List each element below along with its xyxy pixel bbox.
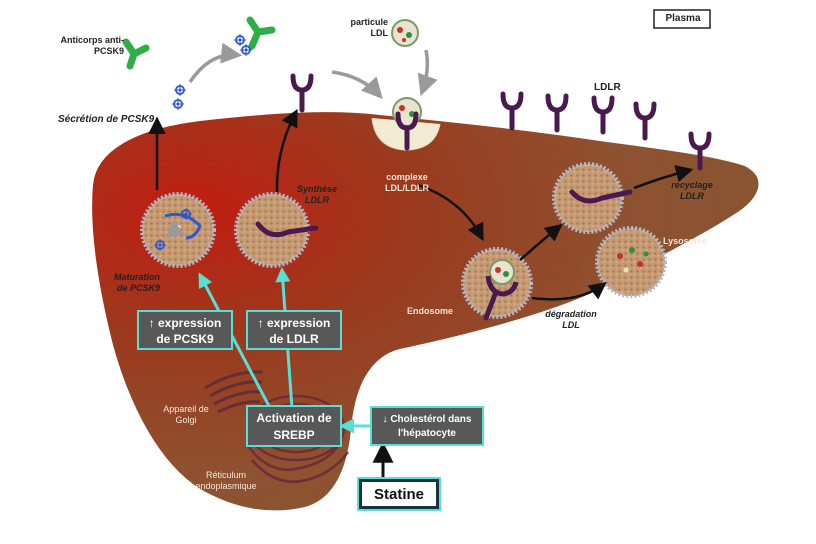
pcsk9-molecule-icon (171, 33, 253, 111)
expression-pcsk9-box: ↑ expression de PCSK9 (137, 310, 233, 350)
vesicle-synthesis (234, 192, 319, 268)
ldl-complex (392, 97, 422, 148)
synthese-label: Synthèse LDLR (296, 184, 338, 205)
recyclage-label: recyclage LDLR (671, 180, 713, 201)
golgi-icon (204, 370, 263, 414)
maturation-label: Maturation de PCSK9 (114, 272, 160, 293)
cholesterol-box: ↓ Cholestérol dans l'hépatocyte (370, 406, 484, 446)
lysosome-label: Lysosome (663, 236, 708, 246)
srebp-box: Activation de SREBP (246, 405, 342, 447)
expression-ldlr-box: ↑ expression de LDLR (246, 310, 342, 350)
pathway-arrows (148, 42, 694, 478)
degradation-label: dégradation LDL (545, 309, 597, 330)
anticorps-label: Anticorps anti- PCSK9 (60, 35, 124, 56)
ldlr-label: LDLR (594, 82, 621, 93)
vesicle-recycling (552, 162, 633, 234)
secretion-label: Sécrétion de PCSK9 (58, 114, 155, 125)
plasma-label-box (653, 9, 711, 29)
particule-ldl-label: particule LDL (350, 17, 388, 38)
reticulum-label: Réticulum endoplasmique (195, 470, 257, 491)
vesicle-endosome (461, 247, 533, 321)
endosome-label: Endosome (407, 306, 454, 316)
statine-box: Statine (357, 477, 441, 511)
vesicle-maturation (140, 192, 216, 268)
complexe-label: complexe LDL/LDLR (385, 172, 429, 193)
plasma-label: Plasma (665, 13, 701, 24)
ldl-particle-icon (391, 19, 419, 47)
vesicle-lysosome (595, 226, 667, 298)
golgi-label: Appareil de Golgi (163, 404, 209, 425)
antibody-icon (122, 16, 276, 70)
